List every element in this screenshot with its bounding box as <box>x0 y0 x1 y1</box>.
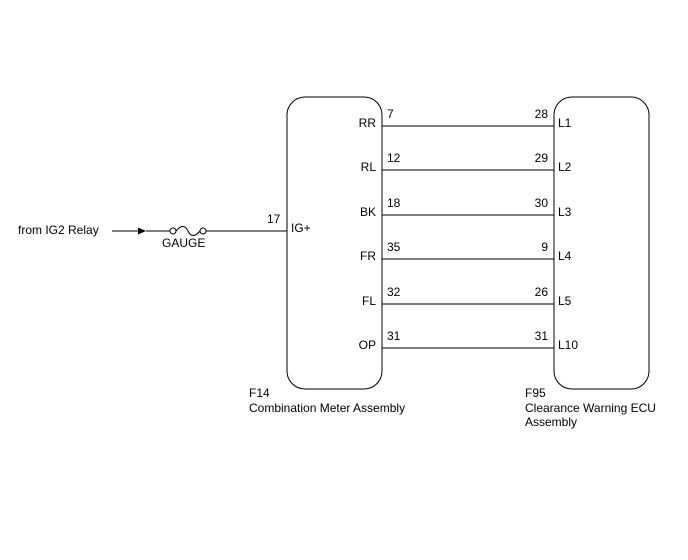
power-pin-number: 17 <box>267 212 281 226</box>
right-pin-name: L4 <box>558 249 572 263</box>
left-pin-number: 12 <box>387 151 401 165</box>
left-component-id: F14 <box>249 386 270 400</box>
right-pin-name: L10 <box>558 338 578 352</box>
right-pin-name: L5 <box>558 294 572 308</box>
left-pin-name: RL <box>361 160 377 174</box>
left-pin-number: 32 <box>387 285 401 299</box>
right-component-name-line1: Clearance Warning ECU <box>525 401 656 415</box>
left-pin-name: FR <box>360 249 376 263</box>
right-pin-number: 31 <box>535 329 549 343</box>
left-pin-number: 7 <box>387 107 394 121</box>
combination-meter-box <box>286 96 383 390</box>
left-pin-number: 18 <box>387 196 401 210</box>
left-pin-name: FL <box>362 294 376 308</box>
power-pin-name: IG+ <box>291 221 311 235</box>
left-pin-number: 35 <box>387 240 401 254</box>
right-pin-number: 26 <box>535 285 549 299</box>
left-pin-number: 31 <box>387 329 401 343</box>
arrow-head-icon <box>138 227 146 235</box>
fuse-label: GAUGE <box>162 236 205 250</box>
left-pin-name: RR <box>359 116 377 130</box>
right-pin-name: L1 <box>558 116 572 130</box>
right-pin-number: 28 <box>535 107 549 121</box>
source-label: from IG2 Relay <box>18 223 99 237</box>
left-component-name: Combination Meter Assembly <box>249 401 405 415</box>
right-pin-number: 30 <box>535 196 549 210</box>
right-pin-number: 9 <box>541 240 548 254</box>
right-pin-name: L3 <box>558 205 572 219</box>
fuse-icon <box>169 226 207 236</box>
right-component-id: F95 <box>525 386 546 400</box>
clearance-warning-ecu-box <box>553 96 650 390</box>
right-pin-name: L2 <box>558 160 572 174</box>
right-pin-number: 29 <box>535 151 549 165</box>
left-pin-name: OP <box>359 338 376 352</box>
left-pin-name: BK <box>360 205 376 219</box>
right-component-name-line2: Assembly <box>525 415 577 429</box>
